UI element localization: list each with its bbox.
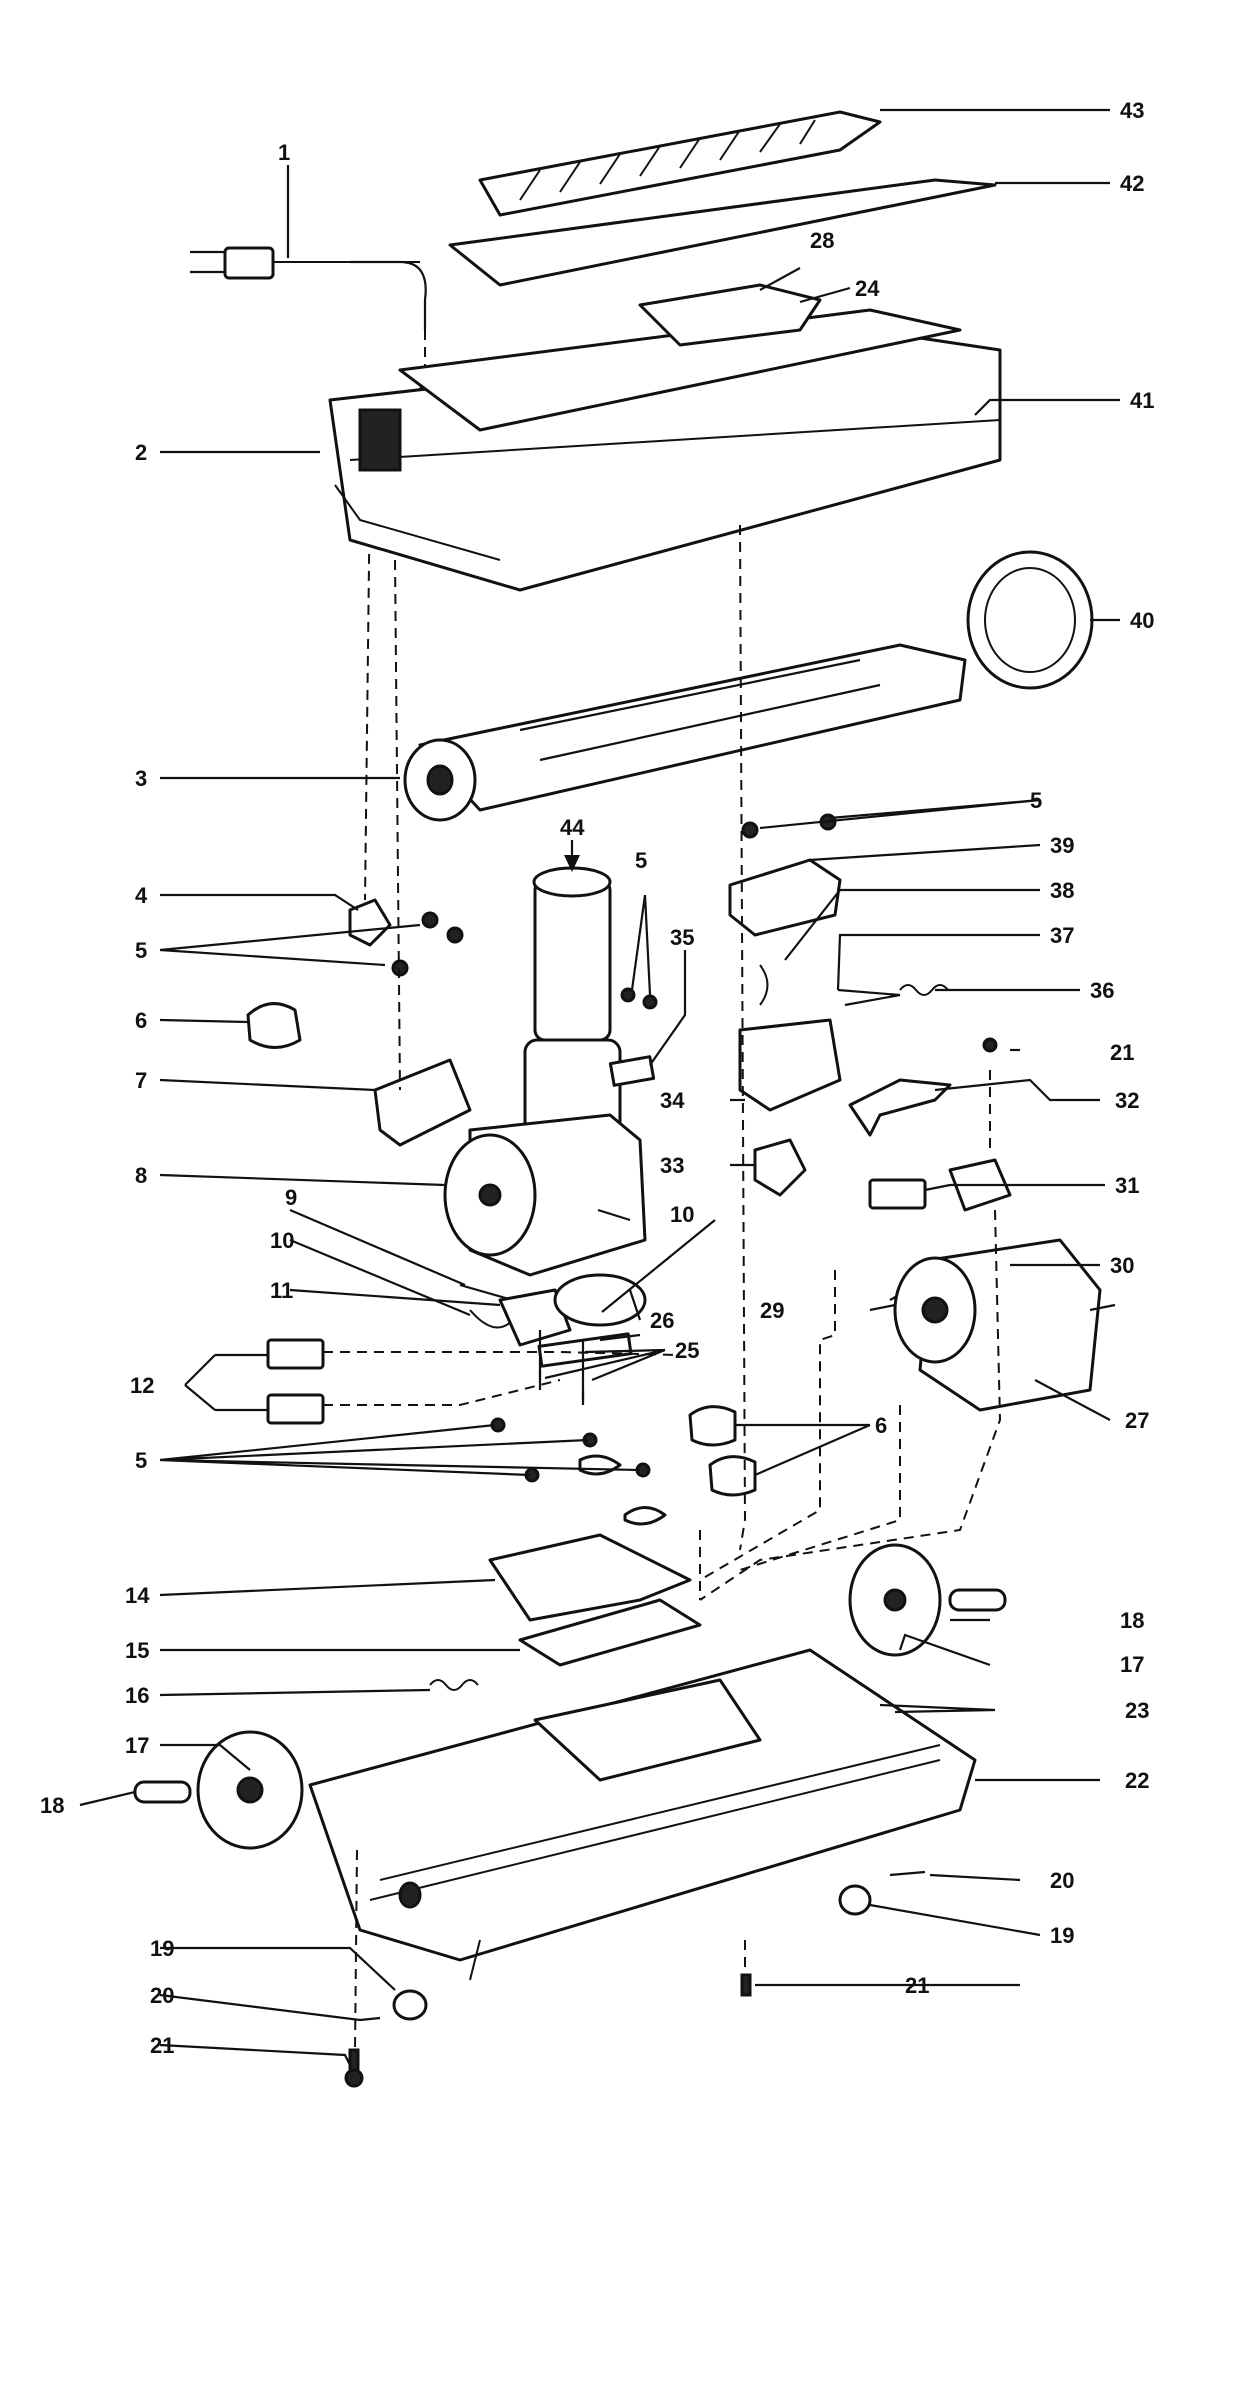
callout-23: 23 bbox=[1125, 1698, 1149, 1723]
callout-labels: 1 2 3 4 5 5 5 5 6 6 7 8 9 10 10 11 12 14… bbox=[40, 98, 1154, 2058]
callout-26: 26 bbox=[650, 1308, 674, 1333]
callout-14: 14 bbox=[125, 1583, 150, 1608]
callout-19a: 19 bbox=[150, 1936, 174, 1961]
callout-11: 11 bbox=[270, 1278, 293, 1303]
switch-bracket bbox=[373, 1058, 472, 1147]
handle-tube bbox=[533, 878, 612, 1042]
switch-body bbox=[738, 1018, 842, 1112]
callout-39: 39 bbox=[1050, 833, 1074, 858]
callout-20a: 20 bbox=[150, 1983, 174, 2008]
callout-17b: 17 bbox=[1120, 1652, 1144, 1677]
switch-cap bbox=[728, 858, 842, 937]
callout-20b: 20 bbox=[1050, 1868, 1074, 1893]
callout-21a: 21 bbox=[1110, 1040, 1134, 1065]
callout-36: 36 bbox=[1090, 978, 1114, 1003]
callout-33: 33 bbox=[660, 1153, 684, 1178]
callout-34: 34 bbox=[660, 1088, 685, 1113]
callout-29: 29 bbox=[760, 1298, 784, 1323]
callout-7: 7 bbox=[135, 1068, 147, 1093]
screws-upper bbox=[391, 813, 998, 1053]
callout-32: 32 bbox=[1115, 1088, 1139, 1113]
callout-38: 38 bbox=[1050, 878, 1074, 903]
callout-4: 4 bbox=[135, 883, 148, 908]
lamp-bulb bbox=[553, 1273, 647, 1327]
callout-5d: 5 bbox=[135, 1448, 147, 1473]
callout-10b: 10 bbox=[670, 1202, 694, 1227]
callout-16: 16 bbox=[125, 1683, 149, 1708]
callout-18a: 18 bbox=[40, 1793, 64, 1818]
callout-44: 44 bbox=[560, 815, 585, 840]
callout-31: 31 bbox=[1115, 1173, 1139, 1198]
switch-module bbox=[868, 1178, 927, 1210]
callout-10a: 10 bbox=[270, 1228, 294, 1253]
torsion-spring bbox=[899, 984, 949, 996]
axle-left bbox=[133, 1780, 192, 1804]
lever-arm bbox=[518, 1598, 702, 1667]
callout-5c: 5 bbox=[1030, 788, 1042, 813]
cam-lever bbox=[753, 1138, 807, 1197]
callout-21b: 21 bbox=[905, 1973, 929, 1998]
belt-ring bbox=[966, 550, 1094, 690]
base-pan bbox=[308, 1648, 977, 1962]
callout-17a: 17 bbox=[125, 1733, 149, 1758]
callout-21c: 21 bbox=[150, 2033, 174, 2058]
callout-1: 1 bbox=[278, 140, 290, 165]
handle-socket bbox=[638, 283, 822, 347]
adjust-knob bbox=[348, 898, 392, 947]
callout-40: 40 bbox=[1130, 608, 1154, 633]
lever-spring bbox=[429, 1679, 479, 1691]
caster-right bbox=[838, 1884, 872, 1916]
callout-30: 30 bbox=[1110, 1253, 1134, 1278]
part-drawings bbox=[133, 110, 1116, 2088]
callout-8: 8 bbox=[135, 1163, 147, 1188]
axle-right bbox=[948, 1588, 1007, 1612]
vent-grille bbox=[358, 408, 402, 472]
callout-6a: 6 bbox=[135, 1008, 147, 1033]
callout-41: 41 bbox=[1130, 388, 1154, 413]
callout-18b: 18 bbox=[1120, 1608, 1144, 1633]
assembly-guides bbox=[354, 524, 1002, 2051]
callout-37: 37 bbox=[1050, 923, 1074, 948]
lamp-socket bbox=[498, 1288, 572, 1347]
clip-lower-b bbox=[708, 1455, 757, 1497]
contact-plate bbox=[608, 1055, 656, 1087]
grille-cover bbox=[478, 110, 882, 217]
callout-42: 42 bbox=[1120, 171, 1144, 196]
callout-43: 43 bbox=[1120, 98, 1144, 123]
callout-28: 28 bbox=[810, 228, 834, 253]
callout-22: 22 bbox=[1125, 1768, 1149, 1793]
wire-terminals bbox=[215, 1338, 681, 1425]
callout-19b: 19 bbox=[1050, 1923, 1074, 1948]
callout-3: 3 bbox=[135, 766, 147, 791]
lever-assembly bbox=[488, 1533, 692, 1622]
leader-lines bbox=[79, 108, 1120, 2066]
height-lever bbox=[848, 1078, 952, 1137]
callout-5a: 5 bbox=[135, 938, 147, 963]
caster-left bbox=[392, 1989, 428, 2021]
callout-9: 9 bbox=[285, 1185, 297, 1210]
callout-6b: 6 bbox=[875, 1413, 887, 1438]
callout-2: 2 bbox=[135, 440, 147, 465]
arrow-44 bbox=[564, 855, 580, 872]
pivot-pin bbox=[844, 993, 901, 1007]
callout-25: 25 bbox=[675, 1338, 699, 1363]
callout-35: 35 bbox=[670, 925, 694, 950]
switch-link bbox=[759, 964, 769, 1006]
brush-roll bbox=[418, 643, 967, 812]
spring-clip bbox=[246, 1002, 302, 1049]
plug-body bbox=[223, 246, 275, 280]
callout-5b: 5 bbox=[635, 848, 647, 873]
clip-lower-a bbox=[688, 1405, 737, 1447]
screws-lower bbox=[490, 1417, 651, 1483]
callout-12: 12 bbox=[130, 1373, 154, 1398]
filter-plate bbox=[448, 178, 997, 287]
callout-24: 24 bbox=[855, 276, 880, 301]
callout-15: 15 bbox=[125, 1638, 149, 1663]
callout-27: 27 bbox=[1125, 1408, 1149, 1433]
pin-left bbox=[359, 2016, 381, 2022]
pin-right bbox=[889, 1870, 926, 1877]
screw-right bbox=[740, 1973, 752, 1997]
